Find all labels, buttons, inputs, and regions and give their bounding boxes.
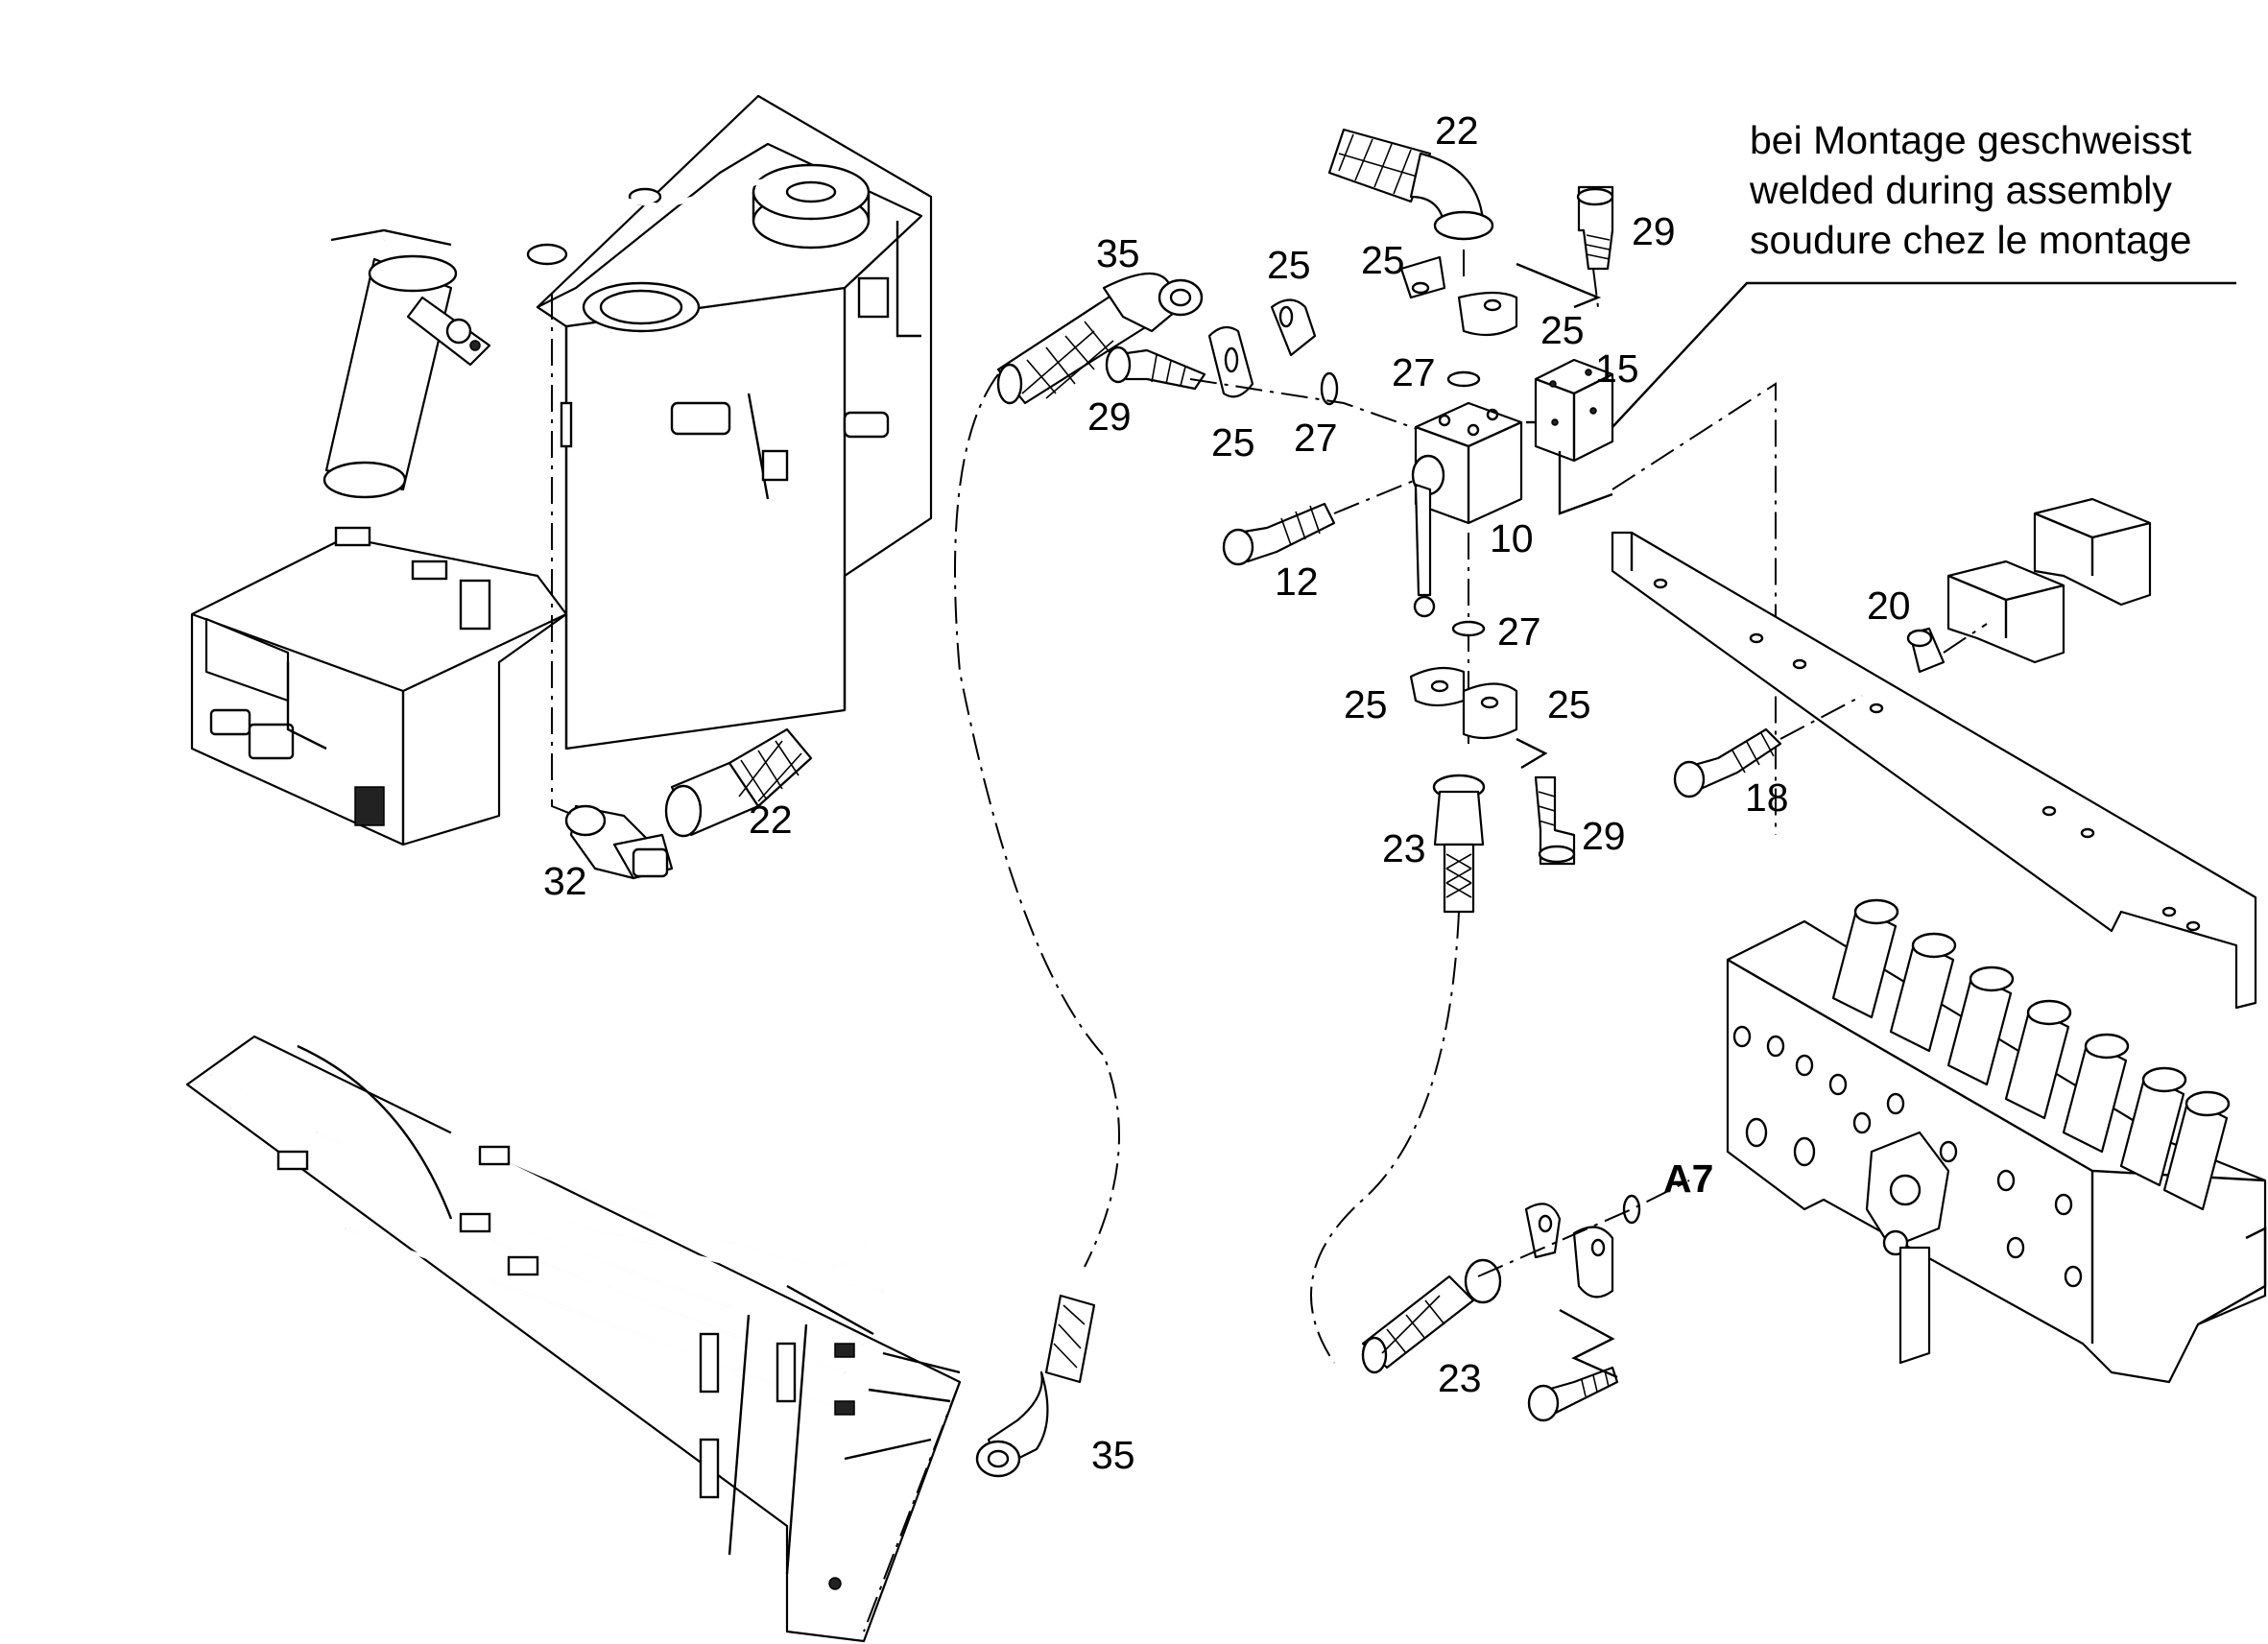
elbow-fitting-assembly [551,293,813,880]
callout-27-a: 27 [1392,350,1436,394]
assembly-note: bei Montage geschweisst welded during as… [1749,118,2192,262]
callout-15: 15 [1595,346,1639,391]
callout-32: 32 [543,859,587,903]
callout-25-f: 25 [1547,682,1591,727]
callout-27-b: 27 [1294,416,1338,460]
callout-27-c: 27 [1497,609,1541,654]
hose-harness-assembly [185,1035,962,1643]
lower-flange-group [1310,533,1576,1364]
hose-35 [954,272,1204,1478]
callout-labels: 22 22 29 29 29 35 35 25 25 25 25 25 25 2… [543,108,1911,1477]
callout-29-left: 29 [1087,394,1132,439]
valve-spools [1831,898,2231,1211]
hydraulic-tank-assembly [190,94,933,846]
note-line-french: soudure chez le montage [1750,218,2191,262]
callout-22-left: 22 [749,798,793,842]
callout-25-e: 25 [1344,682,1388,727]
note-line-german: bei Montage geschweisst [1750,118,2192,162]
note-line-english: welded during assembly [1749,168,2172,212]
callout-10: 10 [1490,516,1534,560]
callout-35-bottom: 35 [1091,1433,1135,1477]
mounting-bracket-assembly [1611,497,2257,1010]
callout-20: 20 [1867,584,1911,628]
callout-25-d: 25 [1211,420,1255,465]
callout-12: 12 [1275,560,1319,604]
callout-29-top: 29 [1632,209,1676,253]
callout-35-top: 35 [1096,231,1140,275]
callout-29-lower: 29 [1582,814,1626,858]
callout-25-a: 25 [1267,243,1311,287]
left-flange-group [1105,298,1426,433]
upper-flange-group [1327,128,1614,388]
control-valve-bank [1726,898,2267,1384]
callout-23-lower: 23 [1438,1356,1482,1400]
callout-22-top: 22 [1435,108,1479,153]
callout-18: 18 [1745,775,1789,820]
callout-25-b: 25 [1361,238,1405,282]
valve-block-assembly [1222,281,2236,835]
callout-23-upper: 23 [1382,826,1426,870]
callout-a7: A7 [1663,1156,1713,1201]
callout-25-c: 25 [1540,308,1585,352]
lower-hose-23-assembly [1361,1179,1690,1422]
